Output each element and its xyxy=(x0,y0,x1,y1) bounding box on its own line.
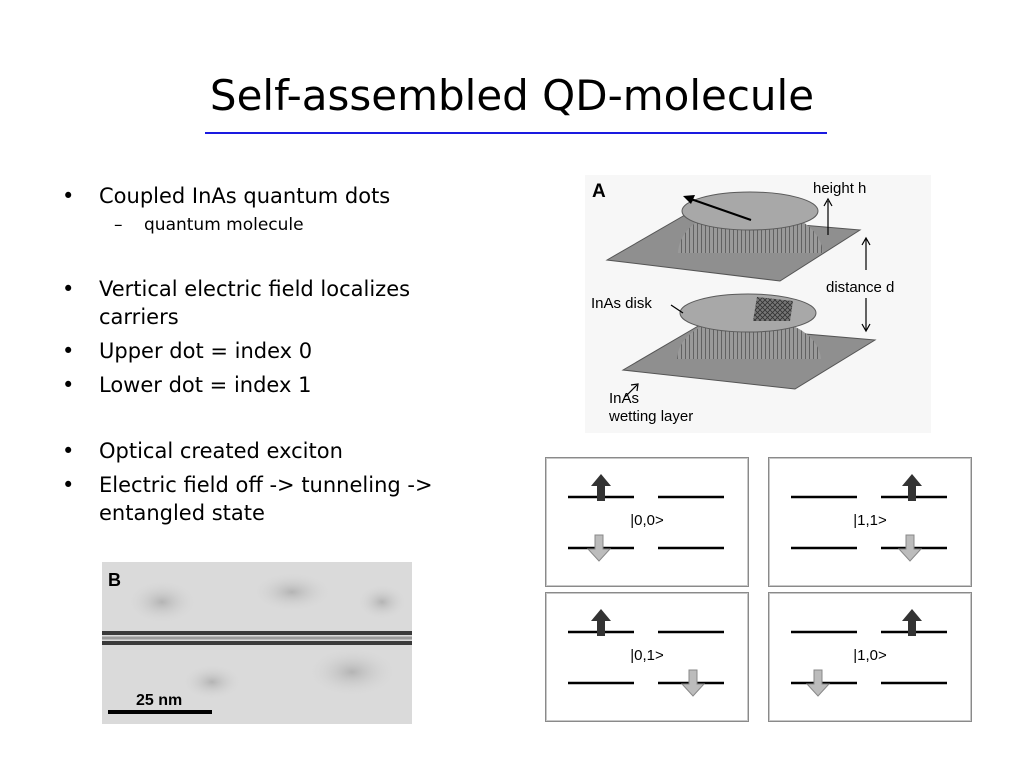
sub-bullet-item: – quantum molecule xyxy=(62,213,482,237)
down-arrow-icon xyxy=(897,534,923,562)
bullet-item: • Upper dot = index 0 xyxy=(62,337,482,365)
up-arrow-icon xyxy=(902,474,922,501)
bullet-item: • Lower dot = index 1 xyxy=(62,371,482,399)
bullet-dot: • xyxy=(62,373,75,397)
wetting-label-line1: InAs xyxy=(609,390,639,407)
bullet-text: Coupled InAs quantum dots xyxy=(99,184,391,208)
state-label: |0,1> xyxy=(630,647,664,664)
up-arrow-icon xyxy=(591,474,611,501)
panel-a-letter: A xyxy=(592,181,606,202)
distance-label: distance d xyxy=(826,279,894,296)
state-diagram-00: |0,0> xyxy=(545,457,749,587)
bullet-text: Upper dot = index 0 xyxy=(99,339,313,363)
state-diagram-01: |0,1> xyxy=(545,592,749,722)
panel-b-letter: B xyxy=(108,570,121,590)
up-arrow-icon xyxy=(902,609,922,636)
down-arrow-icon xyxy=(680,669,706,697)
bullet-text: Optical created exciton xyxy=(99,439,343,463)
bullet-item: • Optical created exciton xyxy=(62,437,482,465)
bullet-dot: • xyxy=(62,339,75,363)
bullet-dot: • xyxy=(62,439,75,463)
title-underline xyxy=(205,132,827,134)
bullet-item: • Electric field off -> tunneling -> ent… xyxy=(62,471,482,527)
bullet-text: Vertical electric field localizes carrie… xyxy=(99,277,411,329)
scale-bar xyxy=(108,710,212,714)
wetting-label-line2: wetting layer xyxy=(608,408,693,425)
bullet-dot: • xyxy=(62,184,75,208)
tem-micrograph: B 25 nm xyxy=(102,562,412,724)
state-diagram-11: |1,1> xyxy=(768,457,972,587)
quantum-dot-stack-figure: A height h distance d InAs disk InAs wet… xyxy=(585,175,931,433)
bullet-item: • Coupled InAs quantum dots xyxy=(62,182,482,210)
state-diagram-10: |1,0> xyxy=(768,592,972,722)
sub-bullet-dash: – xyxy=(114,215,123,235)
sub-bullet-text: quantum molecule xyxy=(144,215,304,235)
bullet-dot: • xyxy=(62,473,75,497)
slide-title: Self-assembled QD-molecule xyxy=(209,71,815,120)
height-label: height h xyxy=(813,180,866,197)
bullet-text: Electric field off -> tunneling -> entan… xyxy=(99,473,433,525)
down-arrow-icon xyxy=(586,534,612,562)
scale-bar-label: 25 nm xyxy=(136,692,182,709)
bullet-list: • Coupled InAs quantum dots – quantum mo… xyxy=(62,182,482,533)
bullet-text: Lower dot = index 1 xyxy=(99,373,312,397)
bullet-item: • Vertical electric field localizes carr… xyxy=(62,275,482,331)
state-label: |1,0> xyxy=(853,647,887,664)
bullet-dot: • xyxy=(62,277,75,301)
state-label: |1,1> xyxy=(853,512,887,529)
disk-label: InAs disk xyxy=(591,295,652,312)
state-label: |0,0> xyxy=(630,512,664,529)
up-arrow-icon xyxy=(591,609,611,636)
down-arrow-icon xyxy=(805,669,831,697)
